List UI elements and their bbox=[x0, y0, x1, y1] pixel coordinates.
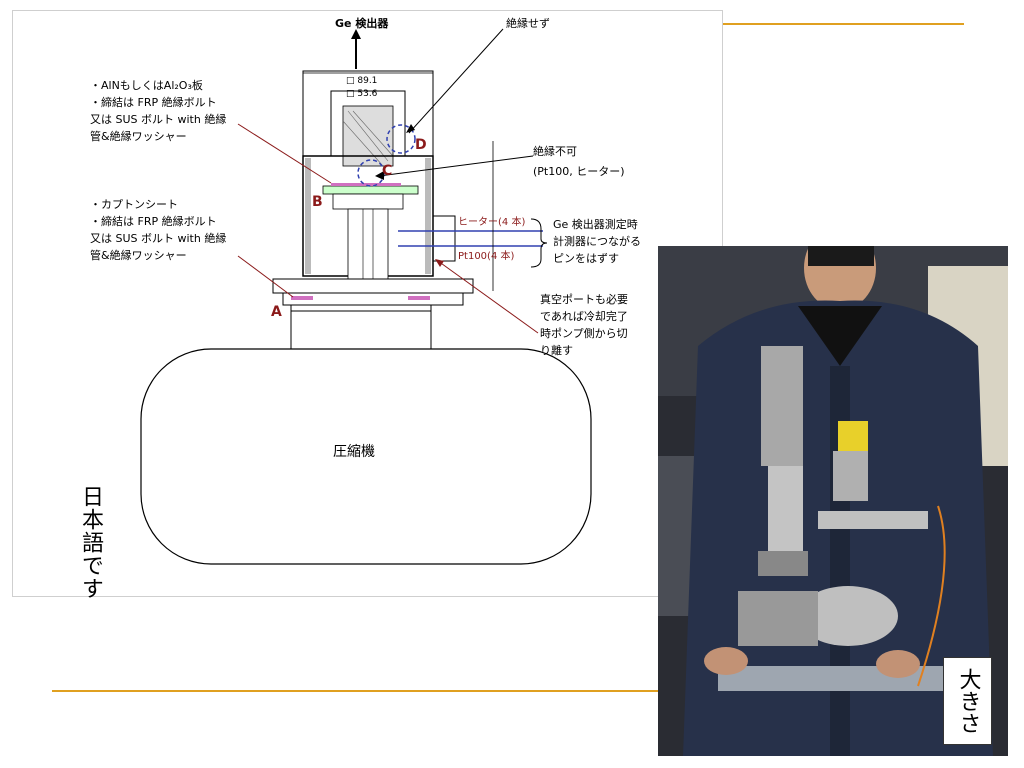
note-vacuum-line-2: であれば冷却完了 bbox=[540, 310, 628, 323]
point-d-marker: D bbox=[415, 137, 427, 153]
diagram-drawing bbox=[140, 28, 592, 565]
note-upper-line-1: ・AlNもしくはAl₂O₃板 bbox=[90, 79, 203, 92]
note-lower-line-1: ・カプトンシート bbox=[90, 198, 178, 211]
note-vacuum-line-4: り離す bbox=[540, 344, 573, 357]
note-lower-line-2: ・締結は FRP 絶縁ボルト bbox=[90, 215, 217, 228]
note-vacuum: 真空ポートも必要 であれば冷却完了 時ポンプ側から切 り離す bbox=[540, 291, 628, 359]
note-ge-line-2: 計測器につながる bbox=[553, 235, 641, 248]
note-upper-line-4: 管&絶縁ワッシャー bbox=[90, 130, 187, 143]
note-ge-measure: Ge 検出器測定時 計測器につながる ピンをはずす bbox=[553, 216, 641, 267]
note-upper: ・AlNもしくはAl₂O₃板 ・締結は FRP 絶縁ボルト 又は SUS ボルト… bbox=[90, 77, 226, 145]
top-rule bbox=[722, 23, 964, 25]
note-ge-line-1: Ge 検出器測定時 bbox=[553, 218, 638, 231]
insulation-impossible-sub: (Pt100, ヒーター) bbox=[533, 165, 625, 178]
dim-inner: □ 53.6 bbox=[346, 89, 378, 99]
point-c-marker: C bbox=[382, 163, 393, 179]
pt100-label: Pt100(4 本) bbox=[458, 251, 515, 262]
photo-caption: 大きさ bbox=[943, 657, 992, 745]
technical-diagram: Ge 検出器 絶縁せず □ 89.1 □ 53.6 ・AlNもしくはAl₂O₃板… bbox=[12, 10, 723, 597]
side-label: 日本語です bbox=[78, 485, 103, 600]
bottom-rule bbox=[52, 690, 658, 692]
note-ge-line-3: ピンをはずす bbox=[553, 252, 619, 265]
note-vacuum-line-1: 真空ポートも必要 bbox=[540, 293, 628, 306]
heater-label: ヒーター(4 本) bbox=[458, 217, 526, 228]
point-b-marker: B bbox=[312, 194, 323, 210]
no-insulation-label: 絶縁せず bbox=[506, 17, 550, 30]
note-upper-line-2: ・締結は FRP 絶縁ボルト bbox=[90, 96, 217, 109]
note-lower-line-3: 又は SUS ボルト with 絶縁 bbox=[90, 232, 227, 245]
note-upper-line-3: 又は SUS ボルト with 絶縁 bbox=[90, 113, 227, 126]
insulation-impossible-label: 絶縁不可 bbox=[533, 145, 577, 158]
note-lower-line-4: 管&絶縁ワッシャー bbox=[90, 249, 187, 262]
dim-outer: □ 89.1 bbox=[346, 76, 378, 86]
note-lower: ・カプトンシート ・締結は FRP 絶縁ボルト 又は SUS ボルト with … bbox=[90, 196, 226, 264]
detector-label: Ge 検出器 bbox=[335, 17, 389, 30]
note-vacuum-line-3: 時ポンプ側から切 bbox=[540, 327, 628, 340]
point-a-marker: A bbox=[271, 304, 282, 320]
compressor-label: 圧縮機 bbox=[333, 444, 375, 460]
